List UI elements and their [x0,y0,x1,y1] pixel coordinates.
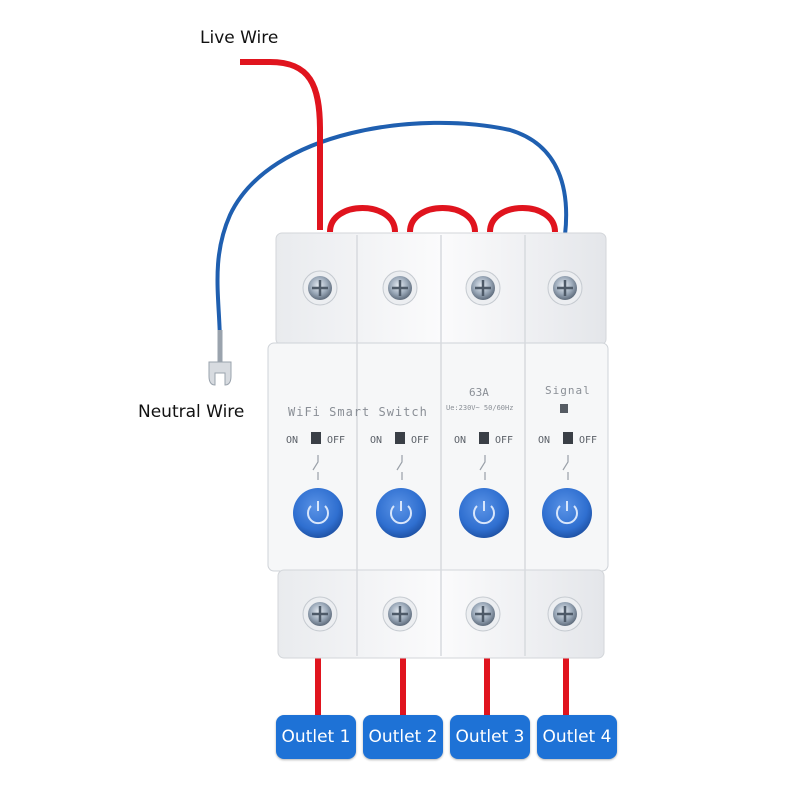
jumper-3 [487,205,558,233]
bottom-screws [302,596,583,632]
live-wire [240,59,323,230]
module-2-status: ON OFF [370,432,429,446]
svg-text:ON: ON [538,435,550,446]
switch-symbols [312,455,569,480]
module-1-status: ON OFF [286,432,345,446]
svg-text:ON: ON [286,435,298,446]
module-3-status: ON OFF [454,432,513,446]
svg-text:ON: ON [454,435,466,446]
jumper-2 [407,205,478,233]
outlet-1-badge: Outlet 1 [276,715,356,759]
module-dividers [356,235,526,656]
device-rating: 63A [469,386,489,399]
jumper-1 [327,205,398,233]
push-button-3[interactable] [459,488,509,538]
svg-text:ON: ON [370,435,382,446]
neutral-wire-label: Neutral Wire [138,402,245,422]
outlet-3-badge: Outlet 3 [450,715,530,759]
device-voltage: Ue:230V~ 50/60Hz [446,404,513,412]
push-button-2[interactable] [376,488,426,538]
svg-text:OFF: OFF [579,435,597,446]
device-title: WiFi Smart Switch [288,405,428,419]
push-button-1[interactable] [293,488,343,538]
push-button-4[interactable] [542,488,592,538]
svg-text:OFF: OFF [495,435,513,446]
signal-led [560,404,568,413]
neutral-wire [215,120,569,346]
neutral-lug [208,361,232,386]
svg-text:OFF: OFF [327,435,345,446]
outlet-4-badge: Outlet 4 [537,715,617,759]
module-4-status: ON OFF [538,432,597,446]
signal-label: Signal [545,384,591,397]
outlet-2-badge: Outlet 2 [363,715,443,759]
live-wire-label: Live Wire [200,28,279,48]
svg-text:OFF: OFF [411,435,429,446]
top-screws [302,270,583,306]
